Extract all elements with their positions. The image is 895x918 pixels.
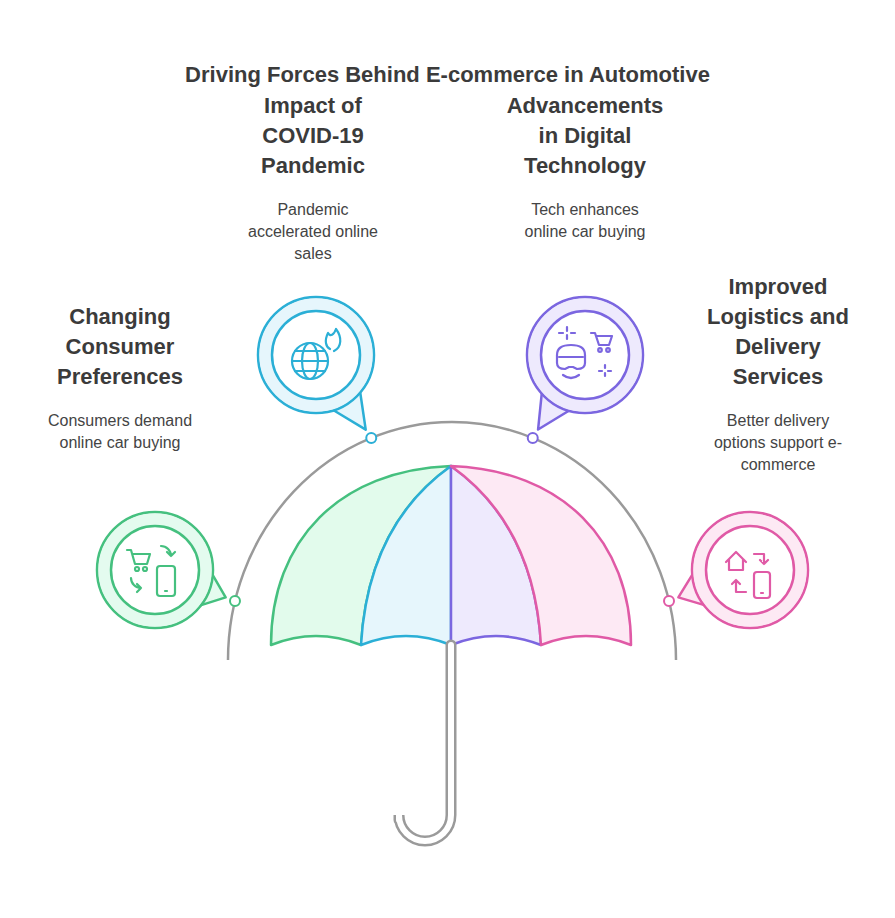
handle-outline [399,645,451,841]
icon-badge [678,512,808,628]
arc-dot [366,433,376,443]
force-description: Consumers demand online car buying [33,410,208,454]
handle-fill [399,645,451,841]
icon-badge [97,512,226,628]
force-label: Changing Consumer PreferencesConsumers d… [33,302,208,454]
arc-line [228,422,676,660]
force-description: Pandemic accelerated online sales [243,199,383,265]
arc-dot [528,433,538,443]
force-label: Improved Logistics and Delivery Services… [691,272,866,476]
force-label: Impact of COVID-19 PandemicPandemic acce… [243,91,383,265]
force-heading: Impact of COVID-19 Pandemic [243,91,383,181]
canopy-panel [451,466,631,645]
force-heading: Improved Logistics and Delivery Services [691,272,866,392]
canopy-panel [271,466,451,645]
icon-badge [258,297,374,430]
canopy-panel [361,466,451,645]
force-description: Better delivery options support e-commer… [703,410,853,476]
icon-badge [527,297,643,430]
diagram-title: Driving Forces Behind E-commerce in Auto… [0,60,895,90]
force-heading: Advancements in Digital Technology [503,91,668,181]
force-label: Advancements in Digital TechnologyTech e… [503,91,668,243]
arc-dot [230,596,240,606]
arc-dot [664,596,674,606]
force-heading: Changing Consumer Preferences [33,302,208,392]
force-description: Tech enhances online car buying [510,199,660,243]
